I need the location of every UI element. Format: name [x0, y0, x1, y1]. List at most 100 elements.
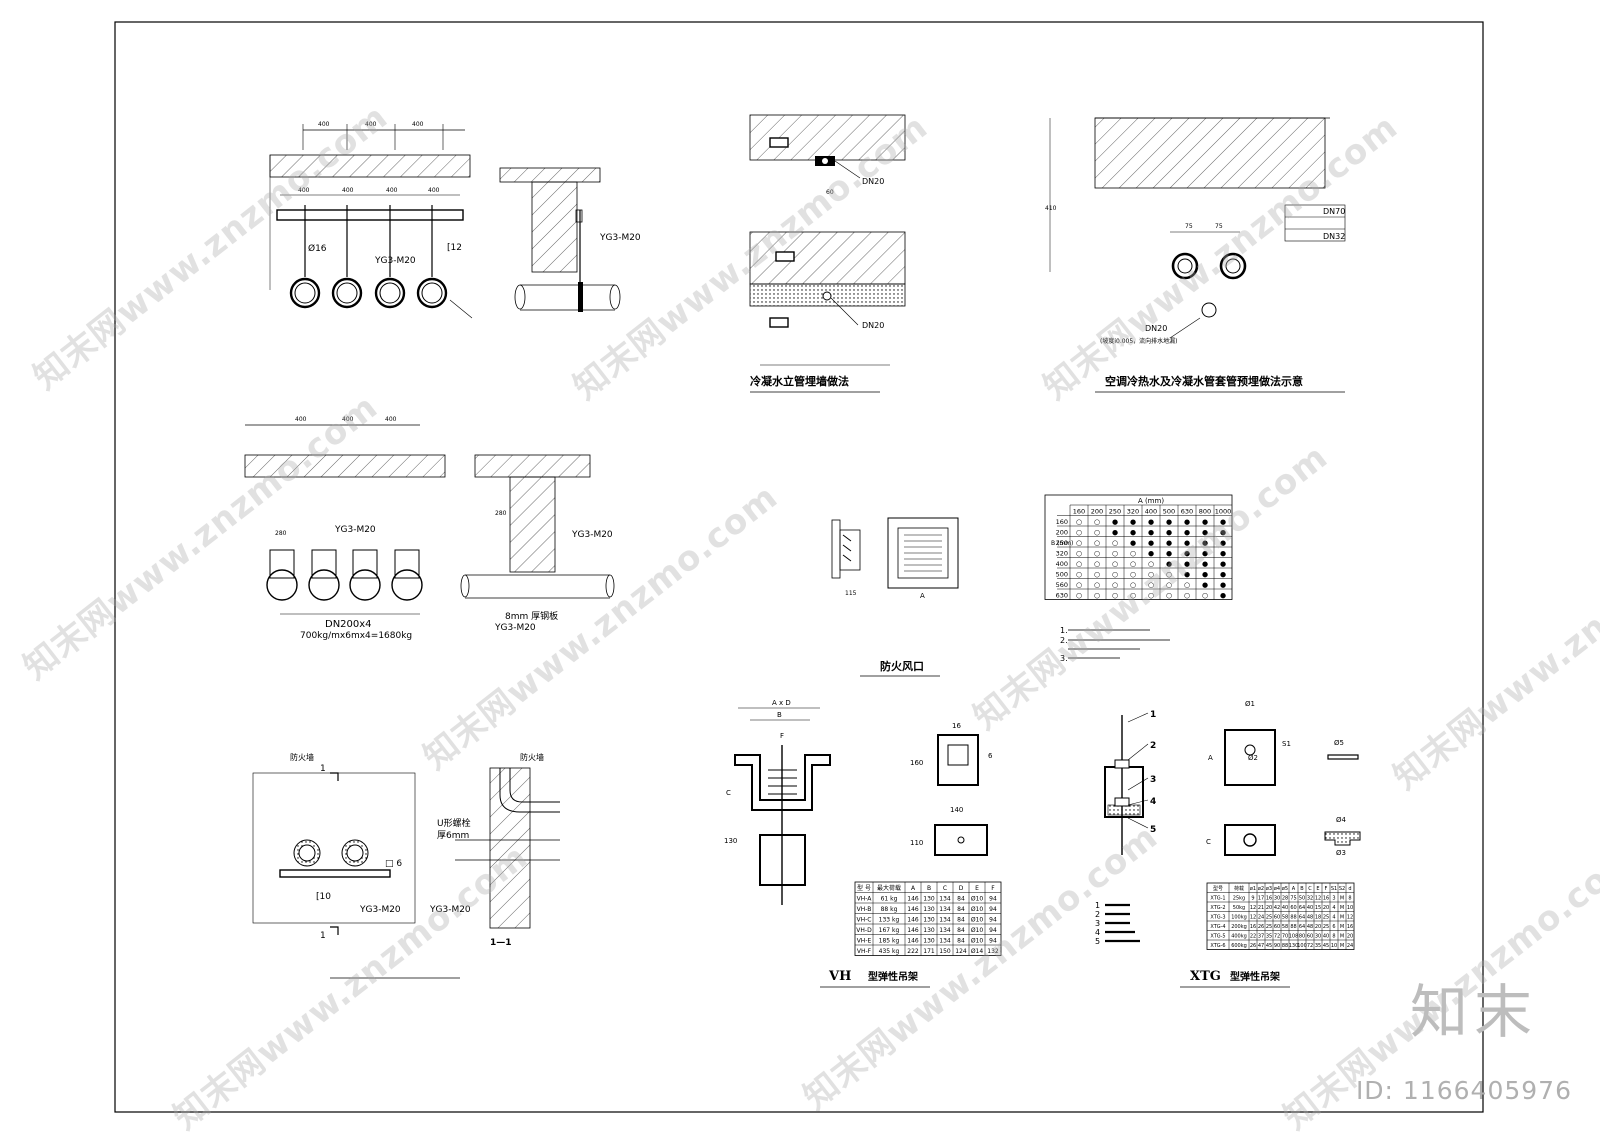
fv-col-header: 400 — [1145, 507, 1157, 515]
xtg-cell: M — [1340, 943, 1344, 949]
fv-cell: ● — [1220, 539, 1226, 547]
fv-col-header: 500 — [1163, 507, 1175, 515]
fv-cell: ● — [1202, 550, 1208, 558]
vh-cell: Ø10 — [971, 927, 984, 934]
xtg-header: 荷载 — [1234, 885, 1244, 892]
vh-cell: Ø14 — [971, 948, 984, 955]
title-ac-sleeve: 空调冷热水及冷凝水管套管预埋做法示意 — [1105, 374, 1303, 388]
xtg-cell: 15 — [1315, 905, 1321, 911]
xtg-cell: 40 — [1282, 905, 1288, 911]
vh-cell: 84 — [957, 916, 965, 923]
fv-cell: ● — [1220, 560, 1226, 568]
xtg-cell: 16 — [1250, 924, 1256, 930]
vh-header: 最大荷载 — [877, 884, 901, 892]
note-2: 2. — [1060, 636, 1068, 645]
xtg-cell: 88 — [1282, 943, 1288, 949]
fv-cell: ● — [1184, 529, 1190, 537]
title-vh: VH — [828, 969, 851, 984]
xtg-cell: 75 — [1290, 896, 1296, 902]
fv-cell: ○ — [1076, 529, 1082, 537]
fv-cell: ● — [1148, 539, 1154, 547]
xtg-cell: M — [1340, 896, 1344, 902]
fv-row-header: 630 — [1056, 591, 1068, 599]
vh-cell: 130 — [923, 916, 935, 923]
fv-cell: ○ — [1094, 592, 1100, 600]
label-yg3-e: YG3-M20 — [494, 623, 536, 633]
xtg-cell: 12 — [1347, 915, 1353, 921]
xtg-cell: 22 — [1250, 934, 1256, 940]
xtg-cell: 47 — [1258, 943, 1264, 949]
fv-cell: ○ — [1076, 581, 1082, 589]
xtg-header: E — [1316, 886, 1319, 892]
label-load: 700kg/mx6mx4=1680kg — [300, 631, 412, 641]
fv-cell: ○ — [1130, 560, 1136, 568]
vh-cell: 134 — [939, 937, 951, 944]
xtg-cell: 42 — [1274, 905, 1280, 911]
detail-ac-sleeve: 410 75 75 DN70 DN32 DN20 (坡度i0.005，流向排水地… — [1045, 117, 1345, 393]
xtg-cell: 8 — [1332, 934, 1335, 940]
xtg-cell: 30 — [1315, 934, 1321, 940]
xtg-cell: 20 — [1347, 934, 1353, 940]
dim-c-vh: C — [726, 789, 731, 797]
xtg-cell: 48 — [1307, 924, 1313, 930]
fv-cell: ○ — [1076, 571, 1082, 579]
dim-400-d: 400 — [298, 187, 310, 194]
vh-header: A — [911, 885, 916, 892]
xtg-header: ø2 — [1258, 886, 1264, 892]
xtg-cell: 4 — [1332, 915, 1335, 921]
brand-logo: 知末 — [1409, 978, 1538, 1046]
legend-1: 1 — [1095, 901, 1100, 910]
callout-1: 1 — [1150, 710, 1156, 720]
fv-cell: ● — [1130, 518, 1136, 526]
vh-cell: 146 — [907, 916, 919, 923]
title-vh-sub: 型弹性吊架 — [868, 970, 918, 983]
fv-cell: ● — [1184, 560, 1190, 568]
detail-dn200-support: 400 400 400 280 YG3-M20 DN200x4 700kg/mx… — [244, 416, 615, 641]
dim-a-vent: A — [920, 592, 925, 600]
xtg-cell: 45 — [1323, 943, 1329, 949]
image-id: ID: 1166405976 — [1355, 1076, 1572, 1105]
xtg-cell: 25 — [1266, 915, 1272, 921]
fv-row-header: 320 — [1056, 549, 1068, 557]
label-c10: [10 — [316, 892, 331, 902]
xtg-frame — [1206, 882, 1355, 950]
fv-cell: ● — [1202, 560, 1208, 568]
xtg-cell: 20 — [1315, 924, 1321, 930]
dim-400-b: 400 — [365, 121, 377, 128]
fv-cell: ○ — [1094, 560, 1100, 568]
fv-col-header: 800 — [1199, 507, 1211, 515]
fv-row-header: 400 — [1056, 560, 1068, 568]
fv-cell: ● — [1148, 550, 1154, 558]
label-box6: □ 6 — [385, 859, 402, 869]
label-yg3-f: YG3-M20 — [359, 905, 401, 915]
xtg-cell: 60 — [1307, 934, 1313, 940]
xtg-cell: 72 — [1274, 934, 1280, 940]
xtg-cell: 24 — [1347, 943, 1353, 949]
vh-cell: 150 — [939, 948, 951, 955]
xtg-cell: 18 — [1315, 915, 1321, 921]
xtg-header: S2 — [1339, 886, 1345, 892]
fv-col-header: 630 — [1181, 507, 1193, 515]
xtg-cell: XTG-4 — [1210, 924, 1225, 930]
vh-cell: 84 — [957, 937, 965, 944]
dim-400-e: 400 — [342, 187, 354, 194]
dim-b-vh: B — [777, 711, 782, 719]
xtg-cell: 58 — [1282, 915, 1288, 921]
vh-cell: 84 — [957, 927, 965, 934]
label-sec1-bottom: 1 — [320, 931, 326, 941]
vh-cell: 146 — [907, 927, 919, 934]
xtg-cell: 17 — [1258, 896, 1264, 902]
vh-header: D — [959, 885, 964, 892]
xtg-cell: 48 — [1307, 915, 1313, 921]
fv-cell: ● — [1148, 529, 1154, 537]
detail-fire-wall: 防火墙 1 [10 YG3-M20 □ 6 1 防火墙 U形螺栓 厚6mm YG… — [252, 752, 560, 979]
vh-cell: 132 — [987, 948, 999, 955]
xtg-cell: 32 — [1307, 896, 1313, 902]
xtg-header: F — [1325, 886, 1328, 892]
vh-header: 型 号 — [857, 884, 871, 892]
xtg-cell: 21 — [1258, 905, 1264, 911]
dim-phi1: Ø1 — [1245, 700, 1255, 708]
vh-cell: 134 — [939, 927, 951, 934]
